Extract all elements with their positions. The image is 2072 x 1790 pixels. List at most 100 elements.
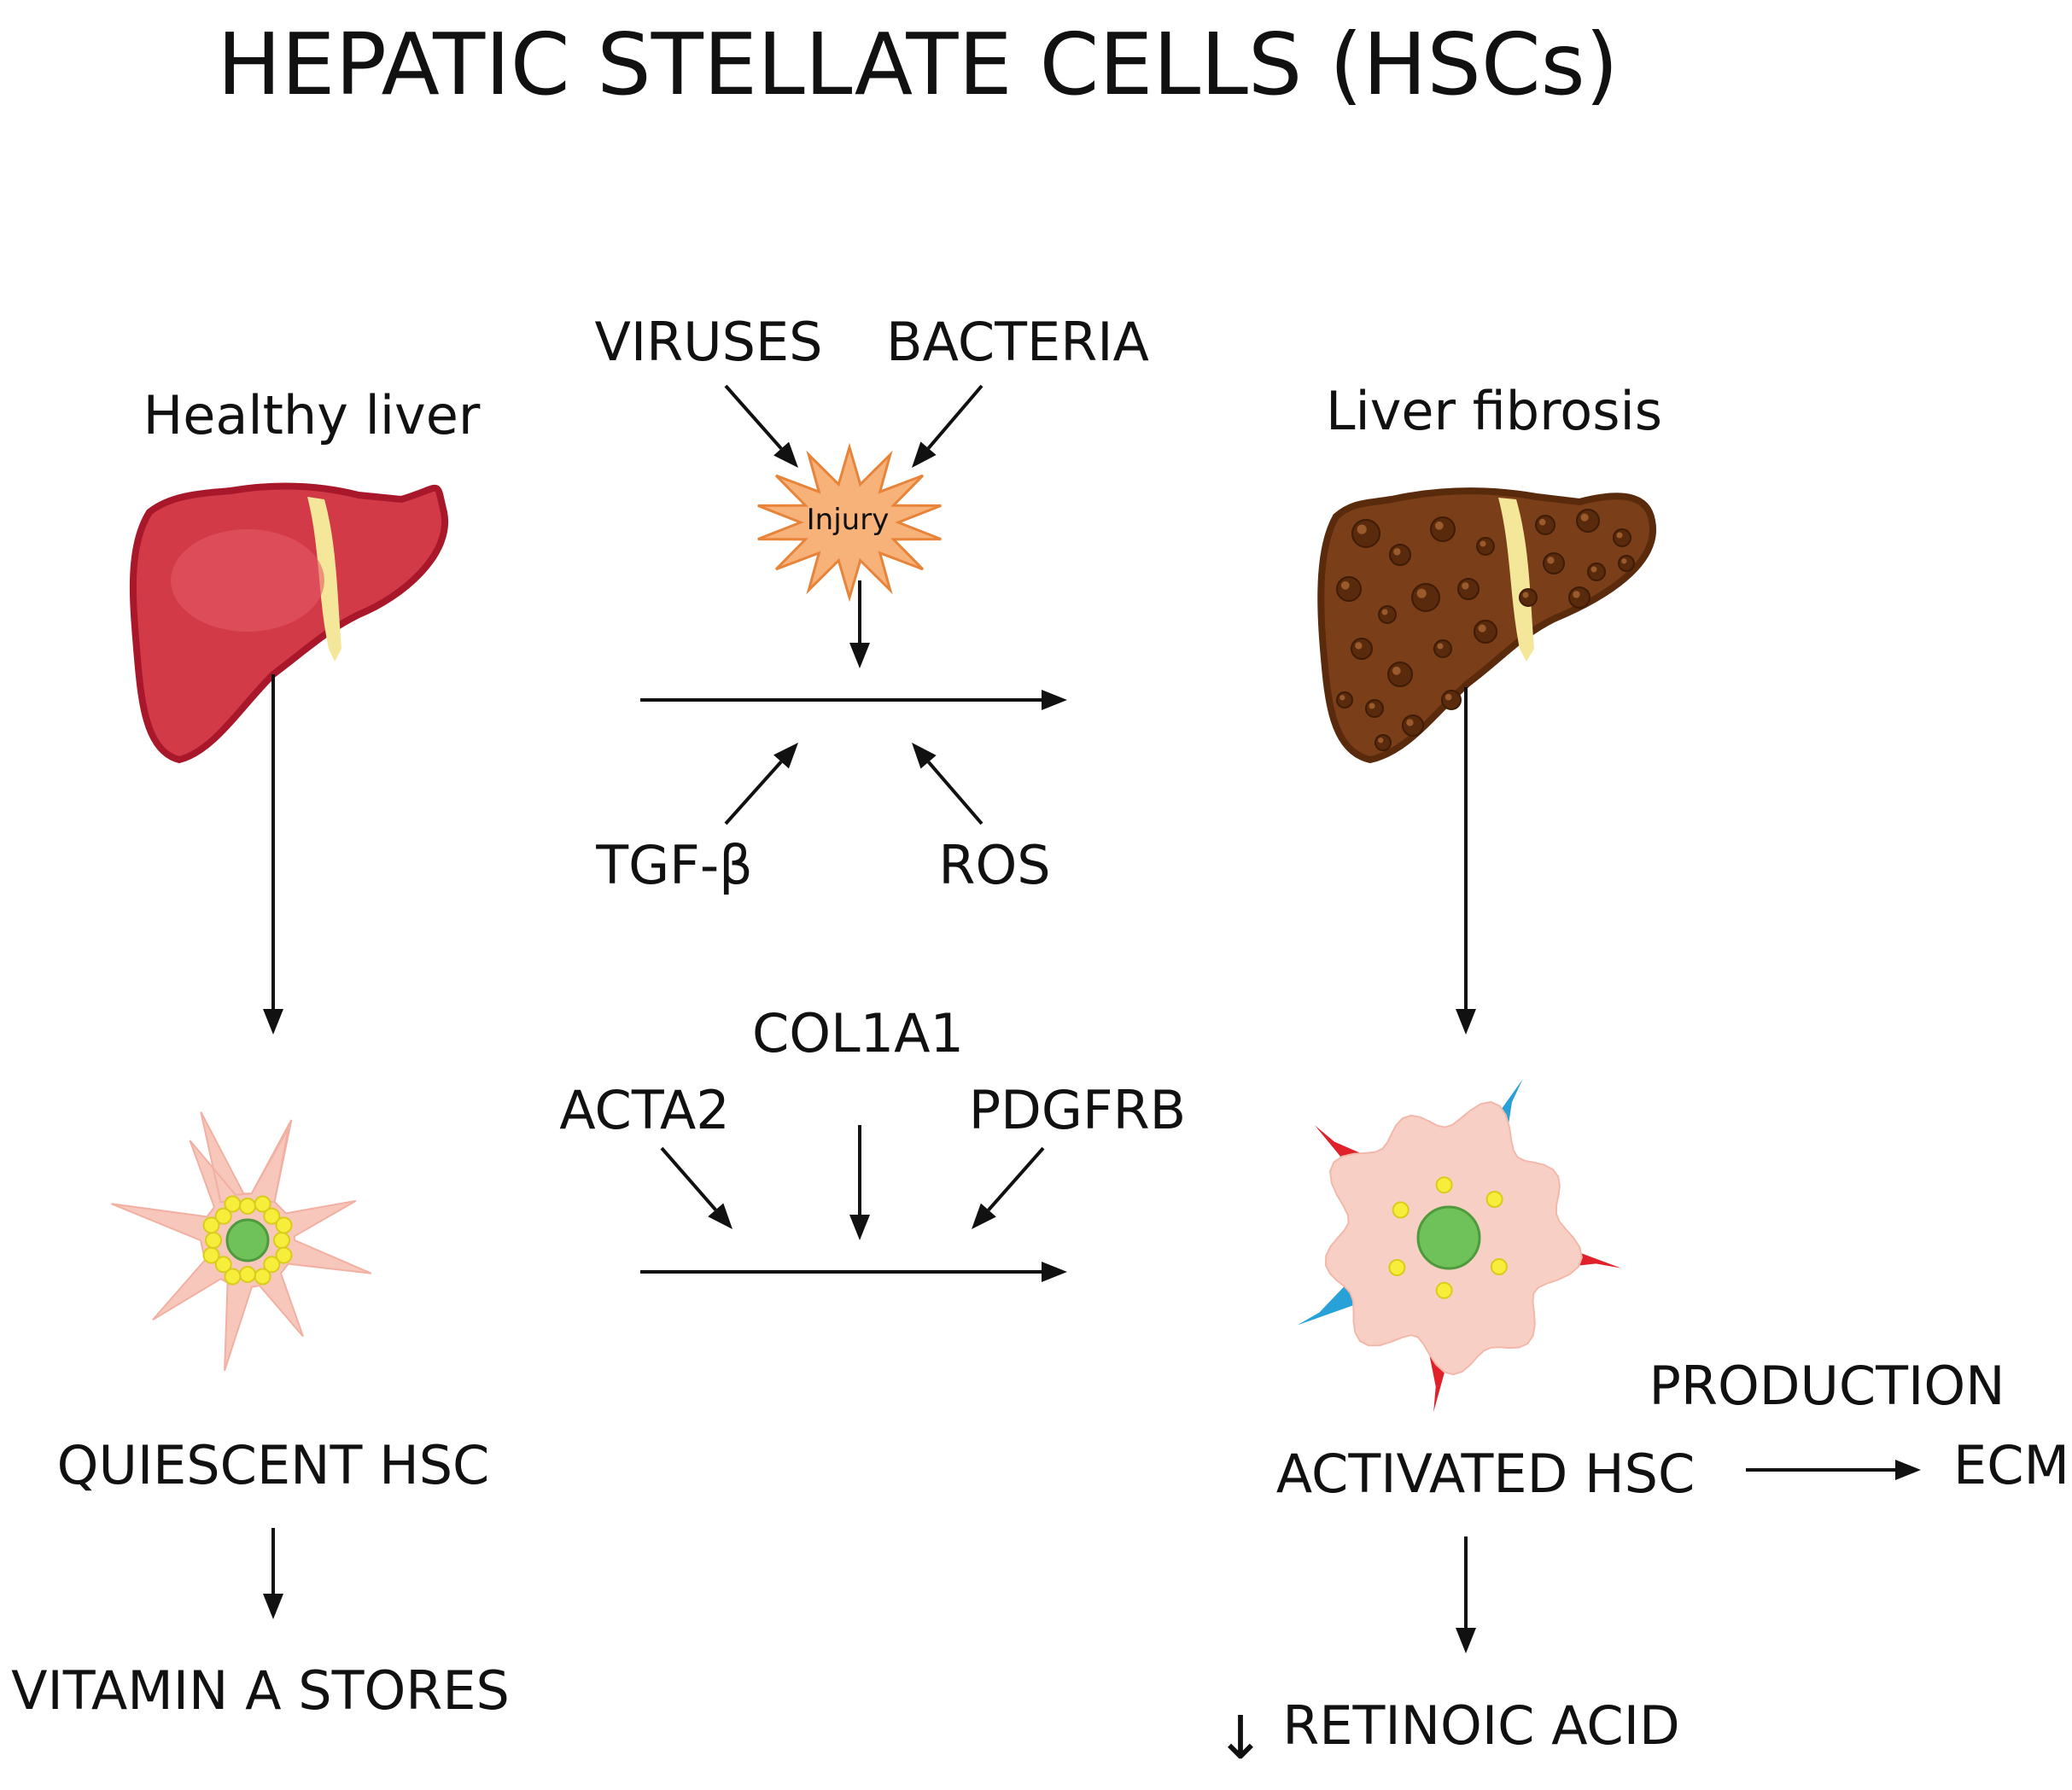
fibrotic-nodule — [1613, 528, 1631, 547]
label-quiescent-hsc: QUIESCENT HSC — [57, 1434, 490, 1496]
injury-star-shape — [757, 442, 942, 603]
activated-droplet — [1435, 1176, 1453, 1194]
arrow-bacteria-to-injury — [912, 384, 983, 468]
fibrotic-nodule — [1351, 638, 1373, 660]
nodule-highlight — [1437, 643, 1444, 650]
label-viruses: VIRUSES — [594, 311, 822, 373]
arrow-activated-to-ecm — [1746, 1460, 1921, 1480]
arrow-healthy-to-quiescent — [263, 674, 283, 1035]
label-retinoic-acid: RETINOIC ACID — [1282, 1694, 1680, 1757]
fibrotic-nodule — [1618, 555, 1635, 572]
vitamin-a-droplet — [263, 1256, 281, 1274]
label-col1a1: COL1A1 — [752, 1002, 964, 1064]
arrow-viruses-to-injury — [724, 384, 798, 468]
label-activated-hsc: ACTIVATED HSC — [1276, 1443, 1696, 1505]
vitamin-a-droplet — [214, 1207, 232, 1225]
fibrotic-nodule — [1365, 699, 1384, 718]
label-ros: ROS — [938, 834, 1050, 896]
fibrotic-nodule — [1336, 691, 1353, 708]
decrease-arrow-symbol: ↓ — [1216, 1703, 1266, 1773]
nodule-highlight — [1538, 518, 1546, 526]
quiescent-hsc-illustration — [111, 1111, 372, 1371]
vitamin-a-droplet — [224, 1195, 242, 1213]
activated-hsc-illustration — [1297, 1079, 1621, 1413]
fibrotic-nodule — [1336, 576, 1362, 602]
fibrotic-nodule — [1587, 563, 1606, 581]
fibrotic-liver-illustration — [1317, 487, 1657, 764]
healthy-liver-illustration — [129, 482, 449, 764]
activated-droplet — [1435, 1281, 1453, 1299]
activated-droplets — [1388, 1176, 1508, 1299]
fibrotic-nodule — [1474, 620, 1497, 644]
nodule-highlight — [1522, 592, 1529, 598]
label-acta2: ACTA2 — [559, 1079, 730, 1141]
arrow-ros-to-main — [912, 743, 983, 825]
arrow-tgf-to-main — [724, 743, 798, 825]
activated-droplet — [1485, 1191, 1503, 1208]
fibrotic-nodule — [1351, 519, 1380, 548]
arrow-quiescent-to-vitamin — [263, 1528, 283, 1619]
nodule-highlight — [1369, 703, 1375, 709]
arrow-fibrosis-to-activated — [1456, 687, 1476, 1035]
nodule-highlight — [1547, 557, 1555, 564]
liver-ligament — [307, 497, 341, 662]
fibrotic-nodule — [1411, 583, 1440, 612]
nodule-highlight — [1590, 566, 1597, 573]
arrow-pdgfrb-to-main — [972, 1146, 1045, 1229]
arrow-injury-to-main — [849, 580, 870, 668]
arrows-group — [263, 384, 1921, 1653]
vitamin-a-droplet — [205, 1232, 222, 1249]
fibrotic-nodule — [1457, 578, 1480, 600]
vitamin-a-droplet — [254, 1268, 271, 1286]
fibrotic-nodule — [1378, 605, 1397, 624]
fibrotic-nodule — [1375, 734, 1392, 751]
nodule-highlight — [1340, 695, 1345, 701]
nodule-highlight — [1616, 532, 1623, 539]
nodule-highlight — [1393, 548, 1401, 556]
quiescent-nucleus — [225, 1218, 270, 1262]
fibrotic-nodule — [1387, 662, 1413, 687]
arrow-acta2-to-main — [660, 1146, 732, 1229]
vitamin-a-droplet — [202, 1216, 220, 1234]
nodule-highlight — [1478, 624, 1486, 633]
nodule-highlight — [1462, 582, 1469, 590]
vitamin-a-droplet — [273, 1232, 290, 1249]
activated-droplet — [1490, 1258, 1508, 1275]
label-injury: Injury — [807, 503, 890, 537]
fibrotic-nodule — [1430, 516, 1456, 542]
label-ecm: ECM — [1953, 1434, 2069, 1496]
nodule-highlight — [1406, 719, 1414, 726]
fibrotic-nodule — [1535, 515, 1555, 535]
arrow-col1a1-to-main — [849, 1125, 870, 1240]
liver-highlight — [171, 529, 324, 632]
vitamin-a-droplet — [214, 1256, 232, 1274]
activated-droplet — [1392, 1201, 1410, 1219]
nodule-highlight — [1381, 609, 1388, 615]
vitamin-a-droplet — [263, 1207, 281, 1225]
fibrotic-nodule — [1543, 552, 1565, 574]
label-tgf-beta: TGF-β — [595, 834, 753, 896]
fibrotic-nodule — [1441, 690, 1462, 710]
nodule-highlight — [1445, 693, 1452, 701]
fibrotic-nodule — [1476, 537, 1495, 556]
nodule-highlight — [1378, 738, 1384, 743]
nodule-highlight — [1434, 521, 1444, 530]
fibrotic-nodule — [1433, 639, 1452, 658]
nodule-highlight — [1355, 642, 1363, 650]
arrow-top-main — [640, 690, 1067, 710]
nodule-highlight — [1621, 558, 1627, 564]
vitamin-a-droplet — [254, 1195, 271, 1213]
vitamin-a-droplet — [275, 1246, 293, 1264]
fibrotic-nodule — [1402, 714, 1424, 737]
activated-nucleus — [1416, 1205, 1481, 1270]
label-vitamin-a-stores: VITAMIN A STORES — [11, 1659, 510, 1722]
label-pdgfrb: PDGFRB — [969, 1079, 1186, 1141]
vitamin-a-droplet — [202, 1246, 220, 1264]
nodule-highlight — [1480, 540, 1486, 547]
fibrotic-nodules — [1336, 509, 1635, 751]
activated-spike — [1297, 1280, 1364, 1326]
vitamin-a-droplet — [224, 1268, 242, 1286]
vitamin-a-droplet — [275, 1216, 293, 1234]
fibrotic-nodule — [1389, 544, 1411, 566]
